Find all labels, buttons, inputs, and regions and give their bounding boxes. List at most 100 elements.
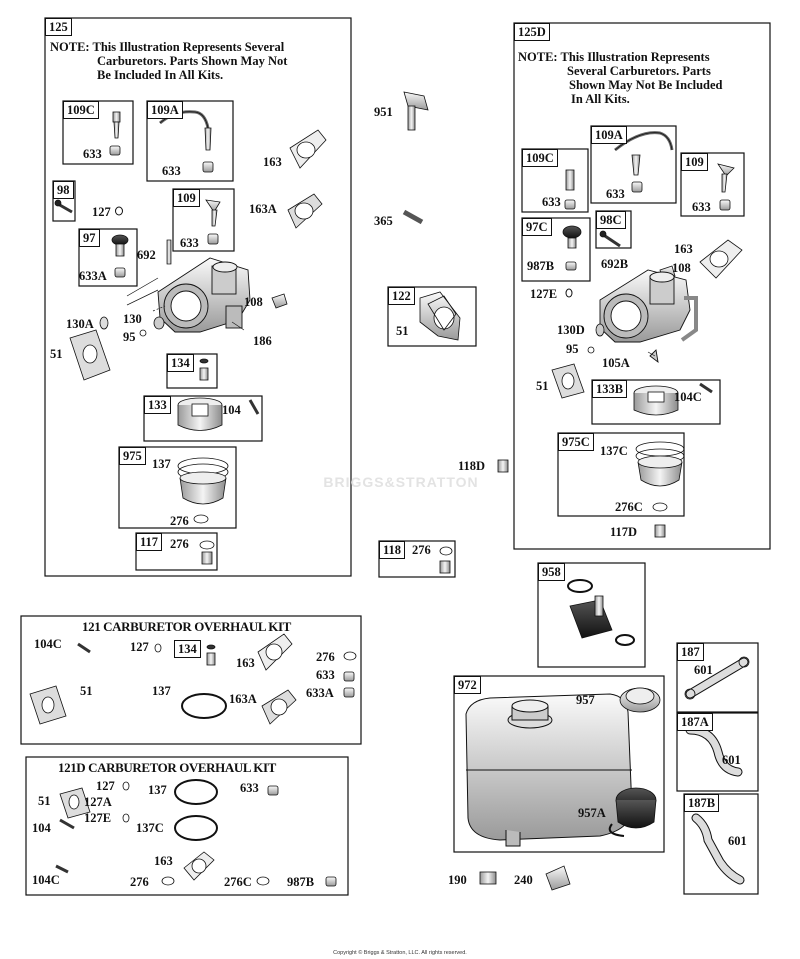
panel-125d-note-line4: In All Kits. [571,92,630,106]
part-label-692: 692 [137,248,156,262]
part-label-633: 633 [162,164,181,178]
part-label-108: 108 [244,295,263,309]
part-label-951: 951 [374,105,393,119]
part-box-187a: 187A [677,713,713,731]
part-label-104c: 104C [674,390,702,404]
part-box-975: 975 [119,447,146,465]
part-label-127: 127 [96,779,115,793]
part-label-633: 633 [240,781,259,795]
part-label-163a: 163A [229,692,257,706]
part-label-127e: 127E [84,811,112,825]
panel-125-border [44,17,352,577]
part-box-109a: 109A [147,101,183,119]
part-label-163: 163 [263,155,282,169]
part-label-633a: 633A [306,686,334,700]
kit-121-border [20,615,362,745]
panel-125d-note-line1: NOTE: This Illustration Represents [518,50,710,64]
kit-121-title: 121 CARBURETOR OVERHAUL KIT [82,619,291,634]
part-label-957: 957 [576,693,595,707]
part-label-130: 130 [123,312,142,326]
part-box-187b: 187B [684,794,720,812]
part-label-127a: 127A [84,795,112,809]
part-box-975c: 975C [558,433,594,451]
part-box-187: 187 [677,643,704,661]
part-label-633: 633 [180,236,199,250]
part-label-137: 137 [148,783,167,797]
part-label-130a: 130A [66,317,94,331]
panel-125-note-line3: Be Included In All Kits. [97,68,224,82]
part-box-109: 109 [173,189,200,207]
part-label-130d: 130D [557,323,585,337]
part-label-601: 601 [728,834,747,848]
part-label-276: 276 [412,543,431,557]
part-label-104c: 104C [34,637,62,651]
part-label-276: 276 [170,537,189,551]
part-label-601: 601 [694,663,713,677]
panel-125-note-line1: NOTE: This Illustration Represents Sever… [50,40,285,54]
part-label-163a: 163A [249,202,277,216]
part-label-104c: 104C [32,873,60,887]
part-label-51: 51 [536,379,549,393]
part-box-134: 134 [174,640,201,658]
part-label-163: 163 [674,242,693,256]
part-label-137c: 137C [136,821,164,835]
panel-125-tag: 125 [45,18,72,36]
part-label-240: 240 [514,873,533,887]
part-label-276: 276 [130,875,149,889]
part-label-117d: 117D [610,525,638,539]
part-box-109: 109 [681,153,708,171]
part-label-51: 51 [396,324,409,338]
part-label-633: 633 [83,147,102,161]
part-box-122: 122 [388,287,415,305]
part-label-51: 51 [80,684,93,698]
part-label-137: 137 [152,457,171,471]
part-label-987b: 987B [287,875,315,889]
part-label-163: 163 [236,656,255,670]
part-box-109c: 109C [522,149,558,167]
part-label-601: 601 [722,753,741,767]
part-box-972: 972 [454,676,481,694]
panel-125d-note-line3: Shown May Not Be Included [569,78,723,92]
part-label-276: 276 [170,514,189,528]
part-label-692b: 692B [601,257,629,271]
part-label-95: 95 [123,330,136,344]
part-box-118: 118 [379,541,406,559]
part-label-633a: 633A [79,269,107,283]
part-box-134: 134 [167,354,194,372]
part-box-958: 958 [538,563,565,581]
part-label-118d: 118D [458,459,486,473]
part-label-51: 51 [50,347,63,361]
part-label-276c: 276C [615,500,643,514]
panel-125d-border [513,22,771,550]
panel-125d-note-line2: Several Carburetors. Parts [567,64,711,78]
part-box-98c: 98C [596,211,626,229]
part-label-365: 365 [374,214,393,228]
part-label-127e: 127E [530,287,558,301]
part-label-633: 633 [606,187,625,201]
part-label-51: 51 [38,794,51,808]
part-box-133b: 133B [592,380,628,398]
part-box-117: 117 [136,533,163,551]
part-label-633: 633 [542,195,561,209]
part-label-163: 163 [154,854,173,868]
copyright-notice: Copyright © Briggs & Stratton, LLC. All … [333,950,467,956]
part-label-137: 137 [152,684,171,698]
part-label-105a: 105A [602,356,630,370]
brand-watermark: BRIGGS&STRATTON [323,474,479,490]
part-label-190: 190 [448,873,467,887]
kit-121d-border [25,756,349,896]
part-box-97c: 97C [522,218,552,236]
part-label-276: 276 [316,650,335,664]
part-box-133: 133 [144,396,171,414]
part-label-127: 127 [92,205,111,219]
part-box-109c: 109C [63,101,99,119]
kit-121d-title: 121D CARBURETOR OVERHAUL KIT [58,760,276,775]
part-label-186: 186 [253,334,272,348]
part-label-957a: 957A [578,806,606,820]
panel-125-note-line2: Carburetors. Parts Shown May Not [97,54,288,68]
part-box-109a: 109A [591,126,627,144]
part-label-104: 104 [32,821,51,835]
part-label-104: 104 [222,403,241,417]
